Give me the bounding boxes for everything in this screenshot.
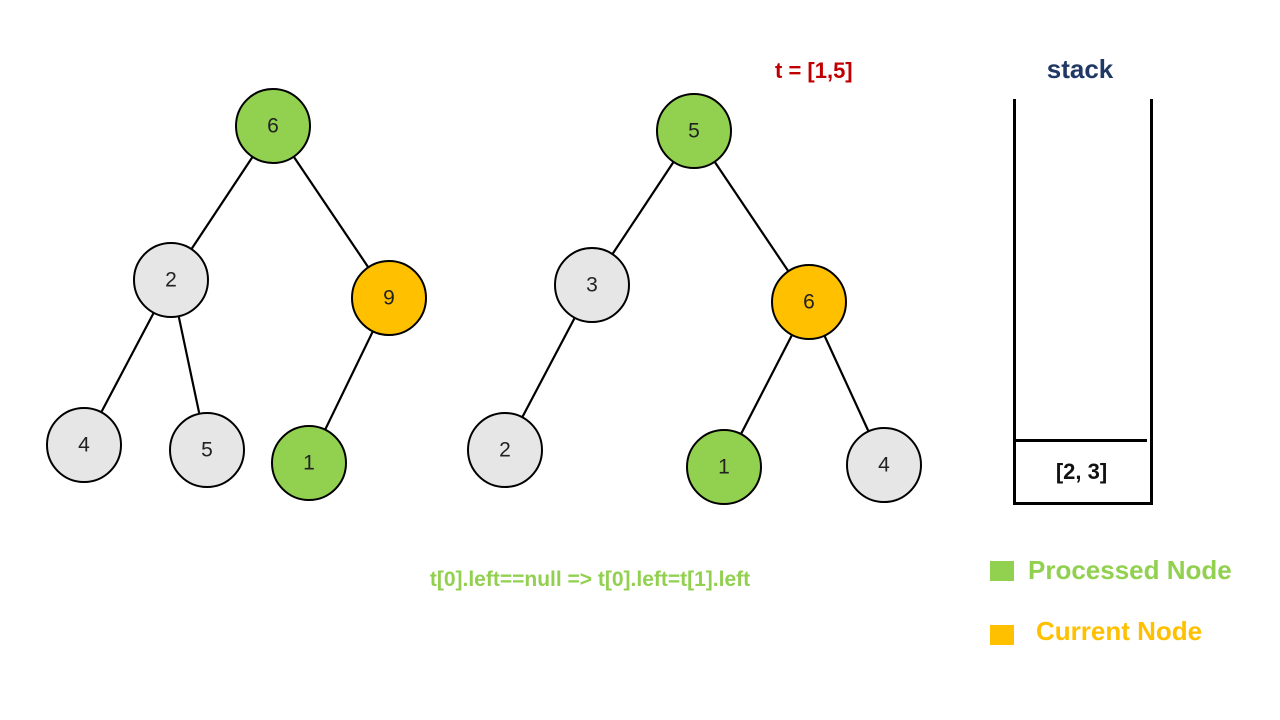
tree-node: 6 (235, 88, 311, 164)
tree-node: 1 (271, 425, 347, 501)
legend-current-label: Current Node (1036, 616, 1203, 646)
tree-node: 3 (554, 247, 630, 323)
nodes-layer: 6 2 9 4 5 1 5 3 6 2 1 4 (46, 88, 922, 505)
node-label: 4 (78, 434, 90, 457)
tree-node: 6 (771, 264, 847, 340)
stack-container (1013, 99, 1153, 505)
legend-processed: Processed Node (990, 555, 1232, 586)
node-circle (169, 412, 245, 488)
node-label: 6 (267, 115, 279, 138)
step-description: t[0].left==null => t[0].left=t[1].left (429, 568, 751, 591)
t-label: t = [1,5] (775, 58, 853, 83)
node-circle (686, 429, 762, 505)
tree-node: 5 (656, 93, 732, 169)
tree-node: 1 (686, 429, 762, 505)
node-label: 2 (499, 439, 511, 462)
node-circle (235, 88, 311, 164)
tree-edge (177, 315, 201, 415)
node-circle (771, 264, 847, 340)
tree-edge (713, 161, 790, 272)
tree-edge (823, 335, 870, 432)
node-label: 5 (201, 439, 213, 462)
node-circle (467, 412, 543, 488)
legend-current: Current Node (990, 616, 1202, 647)
node-label: 9 (383, 287, 395, 310)
node-circle (554, 247, 630, 323)
node-label: 1 (718, 456, 730, 479)
tree-edge (100, 312, 155, 413)
tree-node: 4 (46, 407, 122, 483)
processed-swatch-icon (990, 560, 1014, 581)
tree-node: 9 (351, 260, 427, 336)
tree-edge (190, 156, 254, 250)
current-swatch-icon (990, 624, 1014, 645)
node-circle (271, 425, 347, 501)
node-circle (133, 242, 209, 318)
tree-edge (739, 334, 794, 435)
edges-layer (100, 156, 870, 435)
node-label: 3 (586, 274, 598, 297)
tree-edge (292, 156, 370, 268)
stack-title: stack (1046, 54, 1114, 84)
legend-processed-label: Processed Node (1028, 555, 1232, 585)
node-label: 4 (878, 454, 890, 477)
tree-node: 4 (846, 427, 922, 503)
tree-edge (324, 330, 374, 431)
node-circle (351, 260, 427, 336)
node-label: 2 (165, 269, 177, 292)
node-label: 5 (688, 120, 700, 143)
tree-edge (611, 161, 675, 255)
stack-item: [2, 3] (1016, 439, 1147, 502)
node-circle (846, 427, 922, 503)
node-circle (46, 407, 122, 483)
node-label: 6 (803, 291, 815, 314)
tree-edge (521, 317, 576, 418)
node-label: 1 (303, 452, 315, 475)
tree-node: 2 (467, 412, 543, 488)
tree-node: 5 (169, 412, 245, 488)
tree-node: 2 (133, 242, 209, 318)
node-circle (656, 93, 732, 169)
